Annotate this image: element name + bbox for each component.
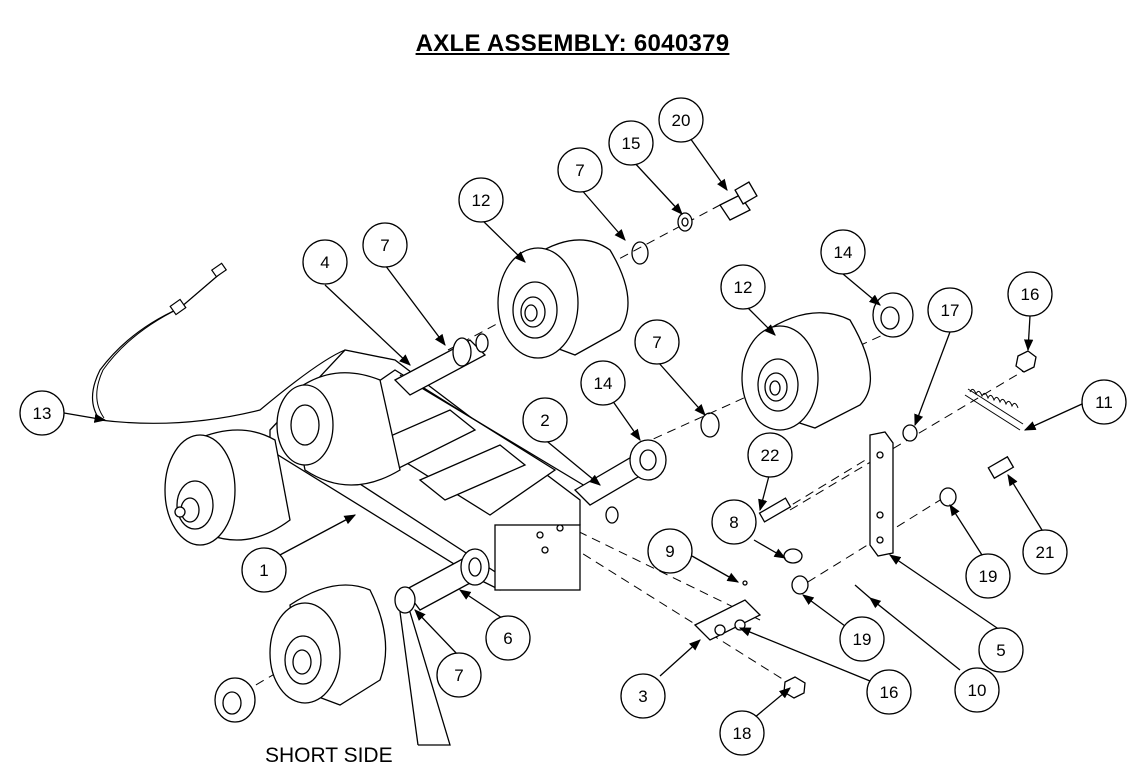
callout-8: 8	[711, 499, 757, 545]
callout-7b: 7	[557, 147, 603, 193]
wheel-part-12-upper	[497, 239, 629, 359]
callout-10: 10	[954, 667, 1000, 713]
callout-3-label: 3	[638, 687, 647, 706]
callout-7b-label: 7	[575, 161, 584, 180]
callout-22-label: 22	[761, 446, 780, 465]
callout-12a: 12	[458, 177, 504, 223]
callout-7a: 7	[362, 222, 408, 268]
frame-wheel-left	[164, 429, 291, 546]
callout-2: 2	[522, 397, 568, 443]
wheel-lower	[269, 584, 387, 706]
callout-16a: 16	[1007, 271, 1053, 317]
callout-15: 15	[608, 120, 654, 166]
axle-part-6	[394, 548, 490, 614]
bracket-part-5	[869, 431, 894, 557]
callout-16b-label: 16	[880, 683, 899, 702]
callout-14a: 14	[580, 360, 626, 406]
callout-18-label: 18	[733, 724, 752, 743]
callout-7a-label: 7	[380, 236, 389, 255]
callout-6-label: 6	[503, 629, 512, 648]
callout-7d: 7	[436, 652, 482, 698]
callout-10-label: 10	[968, 681, 987, 700]
callout-14a-label: 14	[594, 374, 613, 393]
callout-17: 17	[927, 287, 973, 333]
callout-17-label: 17	[941, 301, 960, 320]
callout-14b: 14	[820, 229, 866, 275]
callout-4: 4	[302, 239, 348, 285]
callout-12a-label: 12	[472, 191, 491, 210]
callout-6: 6	[485, 615, 531, 661]
callout-19a: 19	[965, 553, 1011, 599]
callout-8-label: 8	[729, 513, 738, 532]
callout-13: 13	[19, 390, 65, 436]
short-side-label: SHORT SIDE	[265, 744, 393, 767]
callout-5-label: 5	[996, 641, 1005, 660]
callout-16b: 16	[866, 669, 912, 715]
axle-part-4	[393, 333, 489, 396]
wheel-part-12-right	[741, 312, 872, 431]
callout-1: 1	[241, 547, 287, 593]
callout-12b-label: 12	[734, 278, 753, 297]
callout-19a-label: 19	[979, 567, 998, 586]
callout-9-label: 9	[665, 542, 674, 561]
diagram-title: AXLE ASSEMBLY: 6040379	[415, 30, 730, 57]
callout-12b: 12	[720, 264, 766, 310]
callout-2-label: 2	[540, 411, 549, 430]
callout-20: 20	[658, 97, 704, 143]
callout-13-label: 13	[33, 404, 52, 423]
callout-21: 21	[1022, 529, 1068, 575]
callout-19b: 19	[839, 616, 885, 662]
callout-7d-label: 7	[454, 666, 463, 685]
callout-15-label: 15	[622, 134, 641, 153]
sensor-cable-part-13	[91, 262, 346, 424]
callout-3: 3	[620, 673, 666, 719]
callout-9: 9	[647, 528, 693, 574]
callout-5: 5	[978, 627, 1024, 673]
callout-20-label: 20	[672, 111, 691, 130]
callout-7c: 7	[634, 319, 680, 365]
callout-16a-label: 16	[1021, 285, 1040, 304]
spring-part-11	[964, 388, 1024, 431]
callout-11: 11	[1081, 379, 1127, 425]
callout-11-label: 11	[1095, 393, 1113, 412]
collar-part-14	[214, 292, 914, 723]
bolt-part-20	[677, 181, 758, 232]
snap-rings-part-7	[631, 241, 720, 438]
callout-18: 18	[719, 710, 765, 756]
callout-7c-label: 7	[652, 333, 661, 352]
callout-4-label: 4	[320, 253, 329, 272]
callout-19b-label: 19	[853, 630, 872, 649]
axle-part-2	[573, 439, 667, 524]
callout-21-label: 21	[1036, 543, 1055, 562]
leader-lines	[63, 137, 1083, 746]
callout-22: 22	[747, 432, 793, 478]
frame-roller-rear	[276, 372, 401, 486]
callout-14b-label: 14	[834, 243, 853, 262]
callout-1-label: 1	[259, 561, 268, 580]
